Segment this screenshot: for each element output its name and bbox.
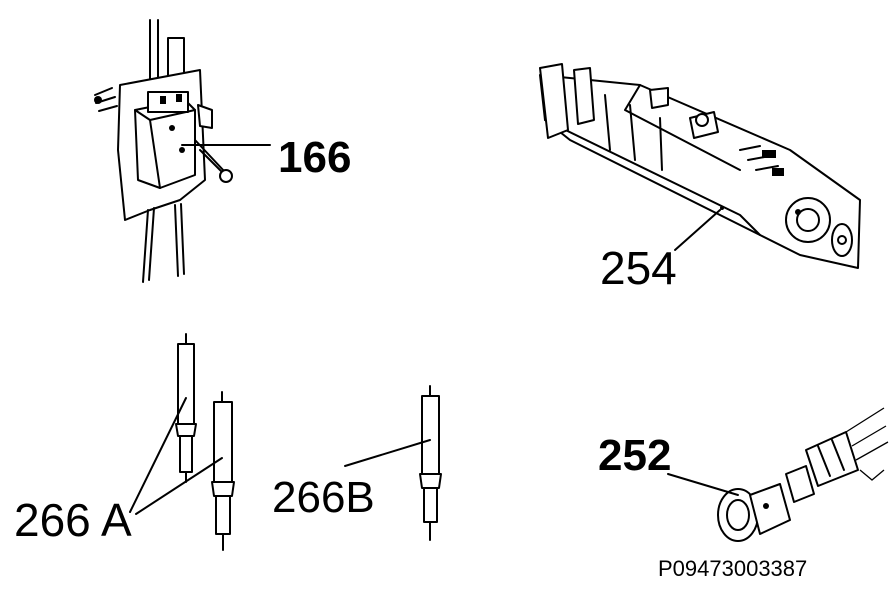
- leader-266a-2: [135, 457, 223, 515]
- leader-252: [667, 473, 739, 496]
- label-254: 254: [600, 242, 677, 294]
- figure-id: P09473003387: [658, 556, 807, 581]
- leader-266b: [344, 439, 431, 467]
- leader-254: [674, 209, 721, 251]
- part-254-drawing: [539, 63, 861, 269]
- part-266b-drawing: [419, 385, 442, 541]
- leader-266a-1: [129, 397, 187, 513]
- label-266b: 266B: [272, 473, 375, 522]
- label-266a: 266 A: [14, 494, 132, 546]
- part-266a-drawing: [175, 333, 235, 551]
- part-166-drawing: [94, 19, 233, 283]
- label-166: 166: [278, 133, 351, 182]
- part-252-drawing: [717, 407, 889, 542]
- label-252: 252: [598, 431, 671, 480]
